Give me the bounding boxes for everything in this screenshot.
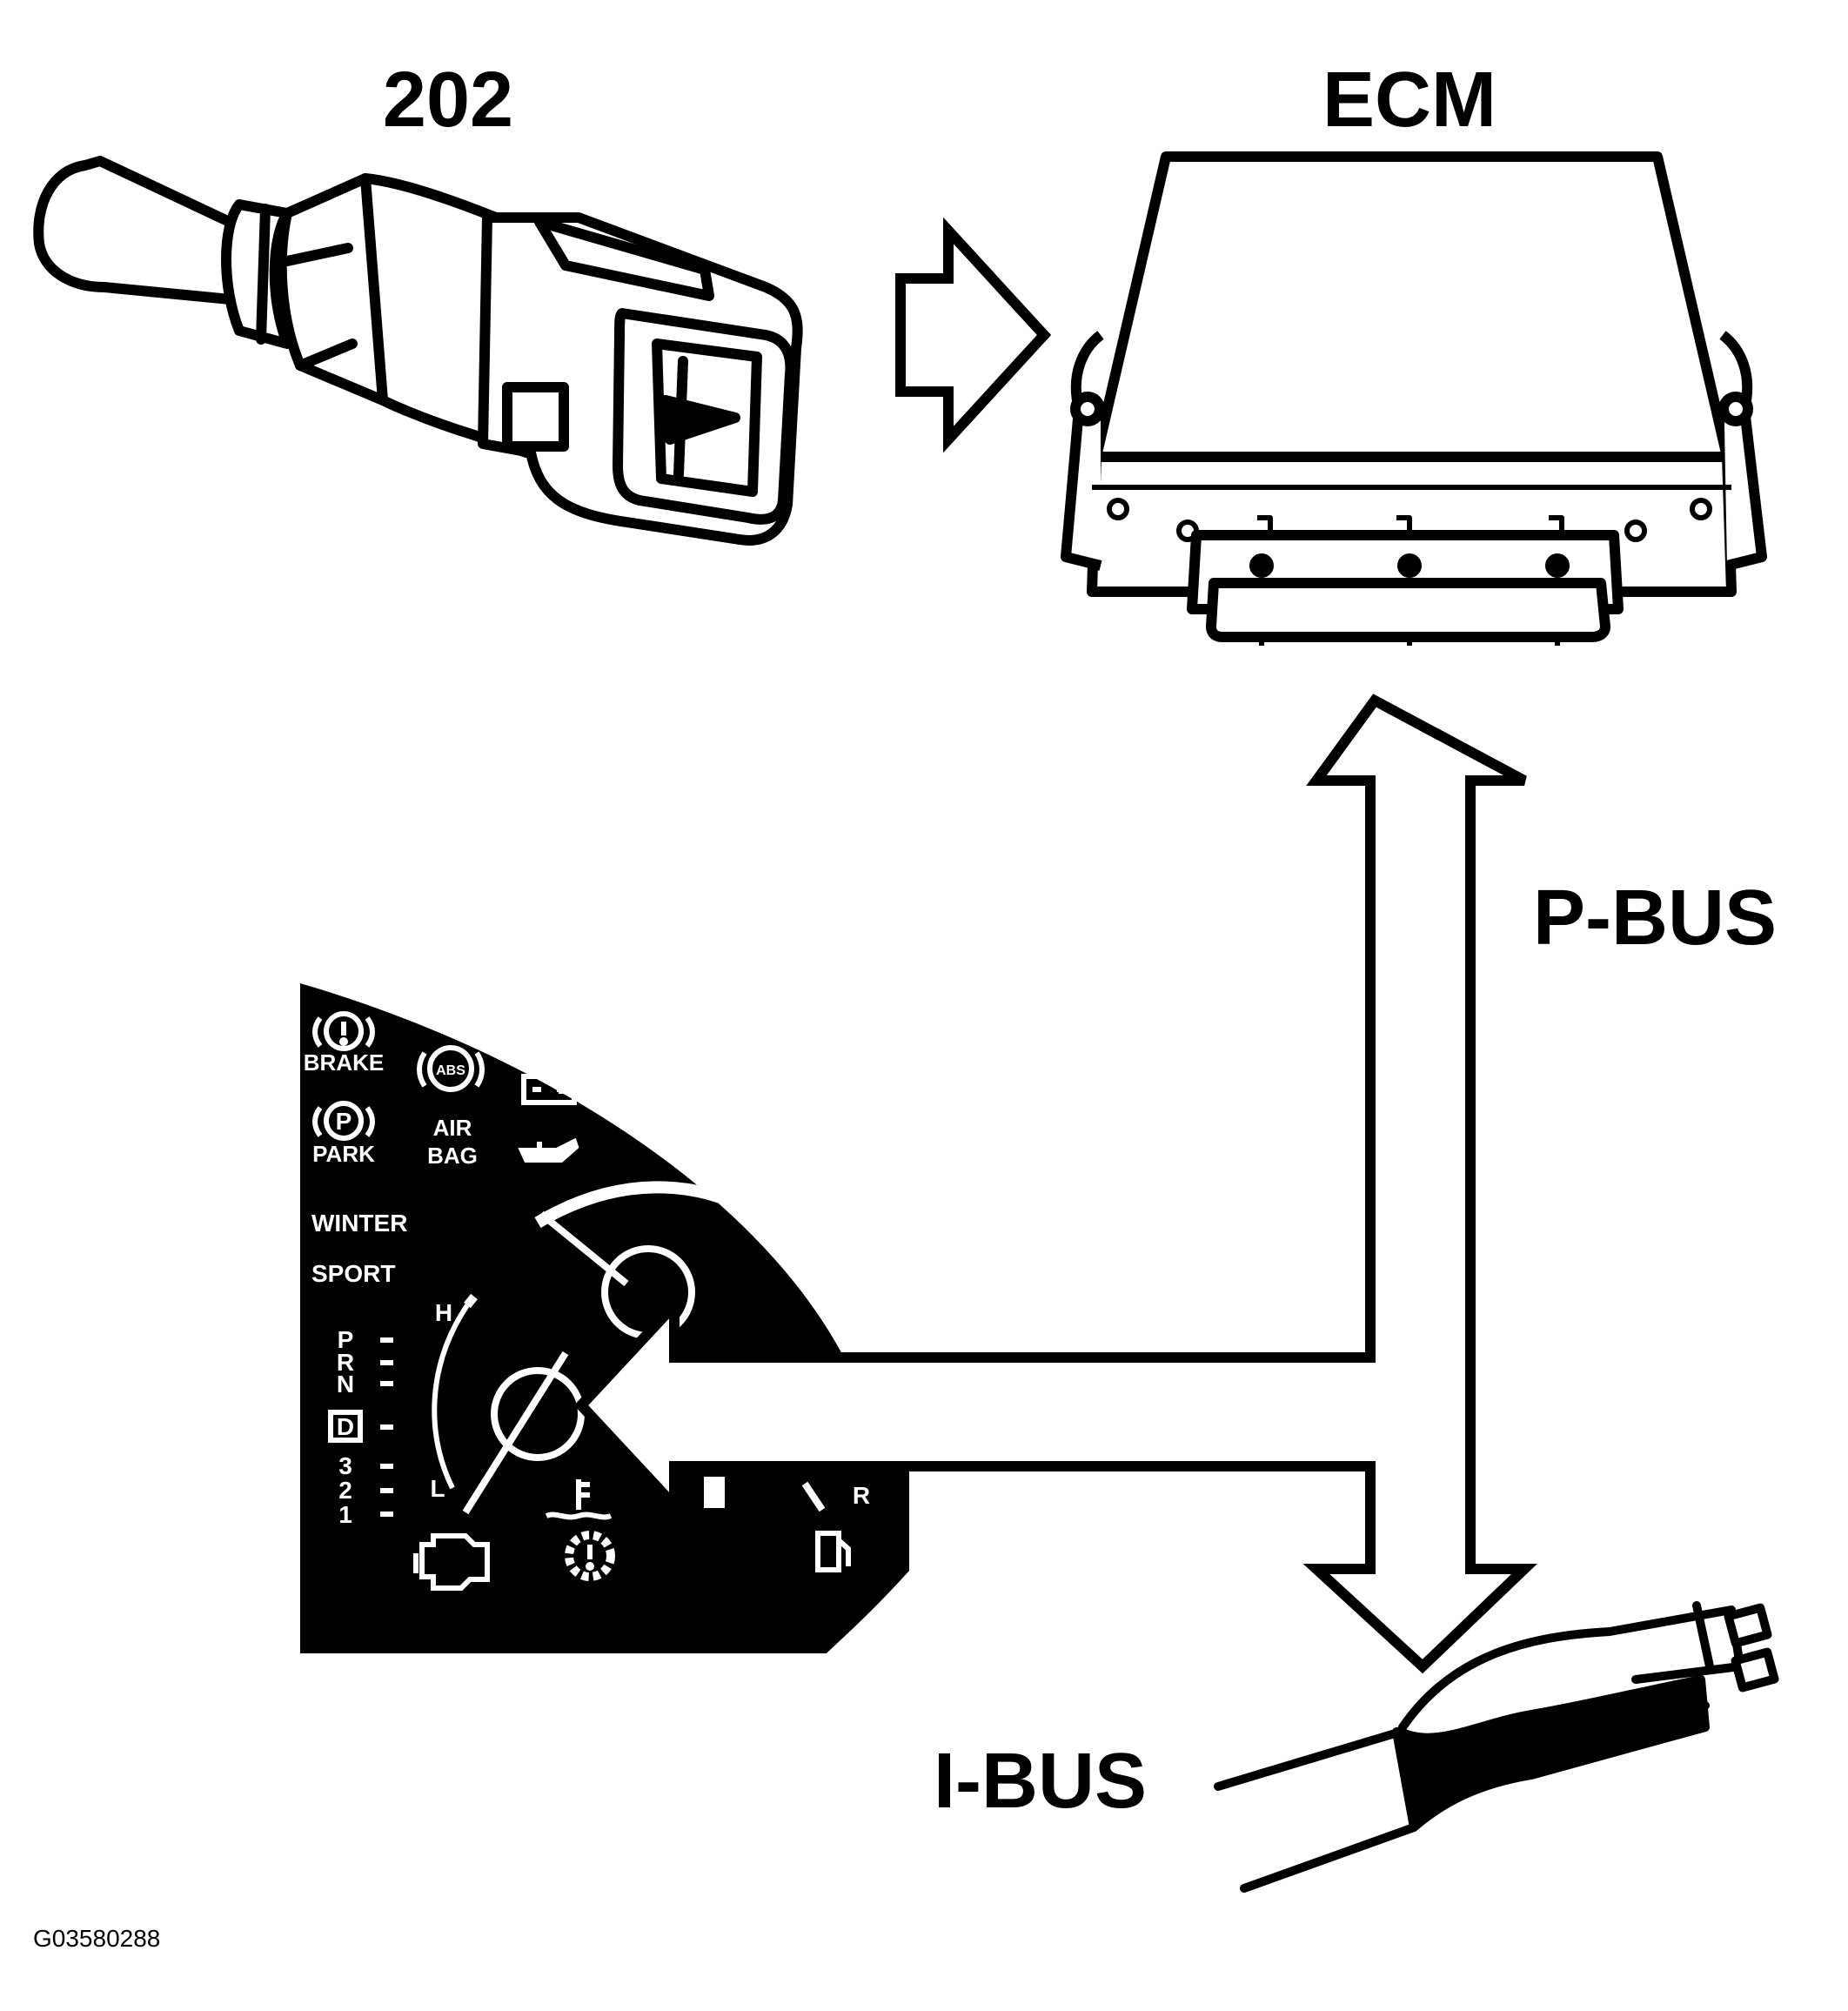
park-brake-icon <box>312 1101 375 1141</box>
gear-d: D <box>337 1413 354 1440</box>
sensor-label: 202 <box>383 57 513 144</box>
coolant-temp-icon <box>545 1479 613 1520</box>
park-symbol: P <box>336 1108 352 1135</box>
airbag-label-2: BAG <box>427 1143 478 1169</box>
instrument-cluster: BRAKE ABS P PARK AIR BAG WINTER SPORT P … <box>300 983 909 1653</box>
brake-label: BRAKE <box>304 1049 384 1076</box>
fuel-reserve-label: R <box>853 1482 870 1509</box>
ibus-label: I-BUS <box>934 1738 1147 1825</box>
temp-high-label: H <box>435 1299 452 1326</box>
abs-label: ABS <box>436 1063 465 1078</box>
gear-1: 1 <box>338 1501 352 1528</box>
check-engine-icon <box>413 1533 490 1591</box>
fuel-pump-icon <box>815 1531 851 1572</box>
gear-d-box <box>328 1410 363 1443</box>
temp-low-label: L <box>430 1475 445 1502</box>
pbus-vertical-arrow <box>573 694 1537 1674</box>
oil-can-icon <box>518 1137 579 1163</box>
park-label: PARK <box>312 1141 375 1167</box>
brake-warning-icon <box>312 1011 375 1051</box>
gear-r: R <box>337 1349 354 1376</box>
fuel-full-label: F <box>854 1308 868 1335</box>
winter-label: WINTER <box>311 1210 407 1237</box>
gear-3: 3 <box>338 1452 352 1479</box>
signal-arrow <box>895 217 1052 453</box>
battery-icon <box>521 1068 577 1105</box>
airbag-label-1: AIR <box>433 1115 472 1141</box>
gear-warning-icon <box>565 1531 615 1581</box>
gear-2: 2 <box>338 1477 352 1504</box>
ecm-module <box>1061 151 1767 646</box>
ibus-cable <box>1214 1601 1779 1893</box>
coolant-temp-sensor <box>33 156 803 546</box>
abs-icon <box>417 1045 485 1092</box>
pbus-label: P-BUS <box>1533 875 1777 962</box>
gear-n: N <box>337 1371 354 1398</box>
figure-id: G03580288 <box>33 1925 160 1952</box>
ecm-label: ECM <box>1322 57 1496 144</box>
sport-label: SPORT <box>311 1260 395 1287</box>
gear-p: P <box>338 1326 354 1353</box>
